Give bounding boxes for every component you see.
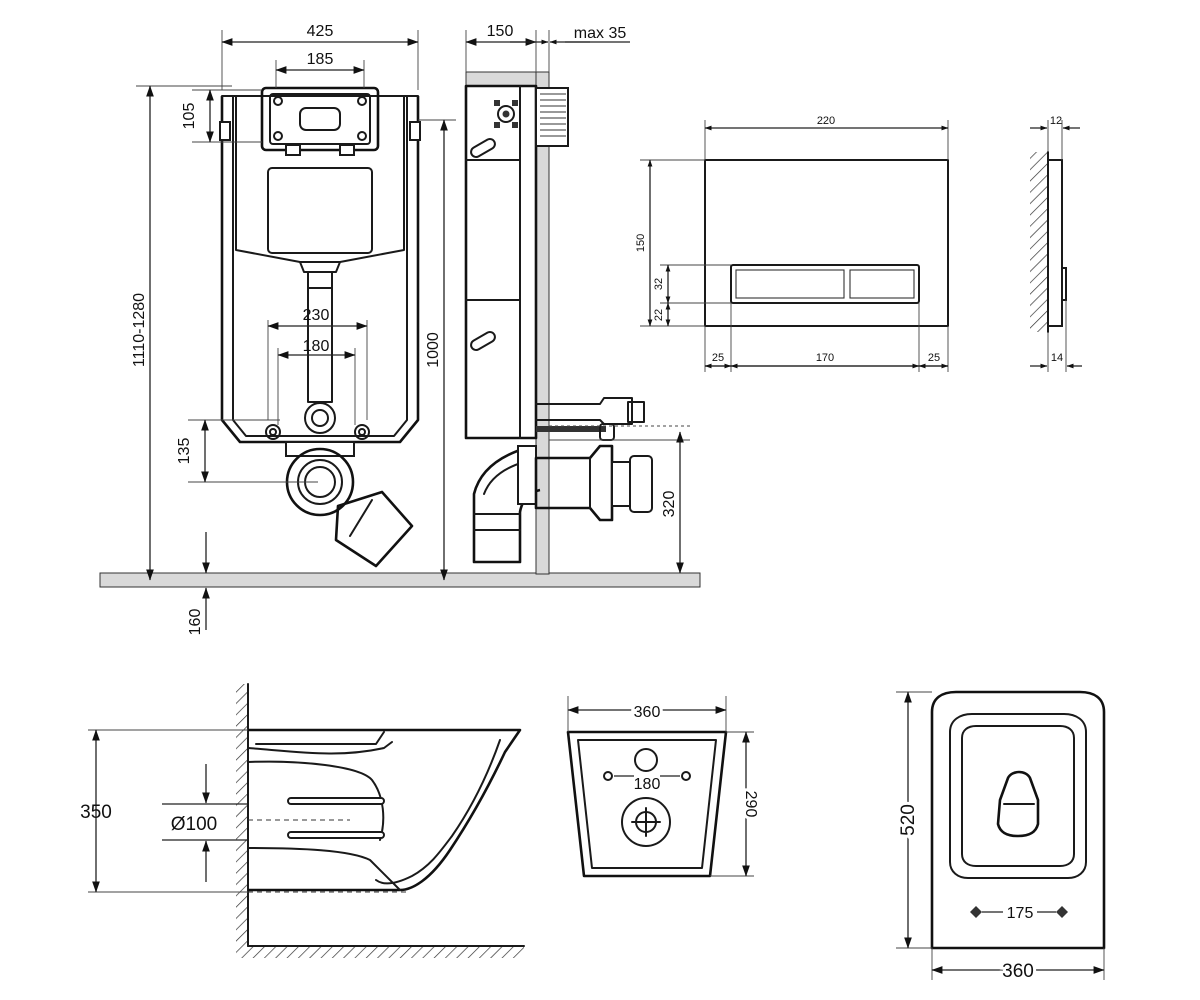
dim-max-35: max 35	[574, 25, 627, 42]
dim-pipe-100: Ø100	[171, 814, 217, 835]
dim-320: 320	[661, 491, 678, 518]
dim-185: 185	[307, 51, 334, 68]
dim-14: 14	[1051, 352, 1063, 364]
bowl-back-dimensions: 360 290 180	[567, 696, 762, 877]
dim-175: 175	[1007, 905, 1034, 922]
dim-12: 12	[1050, 115, 1062, 127]
dim-160: 160	[187, 609, 204, 636]
bowl-top-view	[930, 690, 1106, 950]
frame-front-dimensions: 425 185 105 1110-1280 230 180 135 160 10…	[131, 23, 456, 635]
flush-plate-side-dimensions: 12 14	[1030, 115, 1082, 372]
frame-side-dimensions: 150 max 35 320	[465, 23, 684, 574]
bowl-back-view	[566, 730, 728, 878]
dim-1110-1280: 1110-1280	[131, 293, 148, 367]
dim-25-right: 25	[928, 352, 940, 364]
dim-180: 180	[303, 338, 330, 355]
dim-180-holes: 180	[634, 776, 661, 793]
dim-105: 105	[181, 103, 198, 130]
dim-22: 22	[653, 309, 665, 321]
dim-520: 520	[898, 804, 919, 836]
dim-1000: 1000	[425, 332, 442, 368]
dim-25-left: 25	[712, 352, 724, 364]
dim-230: 230	[303, 307, 330, 324]
floor	[99, 572, 701, 588]
dim-135: 135	[176, 438, 193, 465]
dim-290: 290	[742, 791, 759, 818]
dim-32: 32	[653, 278, 665, 290]
dim-350: 350	[80, 802, 112, 823]
dim-360-top: 360	[1002, 961, 1034, 982]
flush-plate-side	[1030, 151, 1067, 333]
bowl-top-dimensions: 520 175 360	[895, 691, 1105, 985]
dim-220: 220	[817, 115, 835, 127]
bowl-side-dimensions: 350 Ø100	[80, 729, 248, 893]
dim-150-depth: 150	[487, 23, 514, 40]
dim-425: 425	[307, 23, 334, 40]
flush-plate-front	[704, 159, 949, 327]
dim-150-plate: 150	[635, 234, 647, 252]
frame-side-view	[464, 71, 690, 575]
bowl-side-view	[236, 683, 525, 958]
flush-plate-dimensions: 220 150 32 22 25 170 25	[635, 115, 949, 372]
frame-front-view	[219, 86, 421, 568]
dim-170: 170	[816, 352, 834, 364]
dim-360-back: 360	[634, 704, 661, 721]
